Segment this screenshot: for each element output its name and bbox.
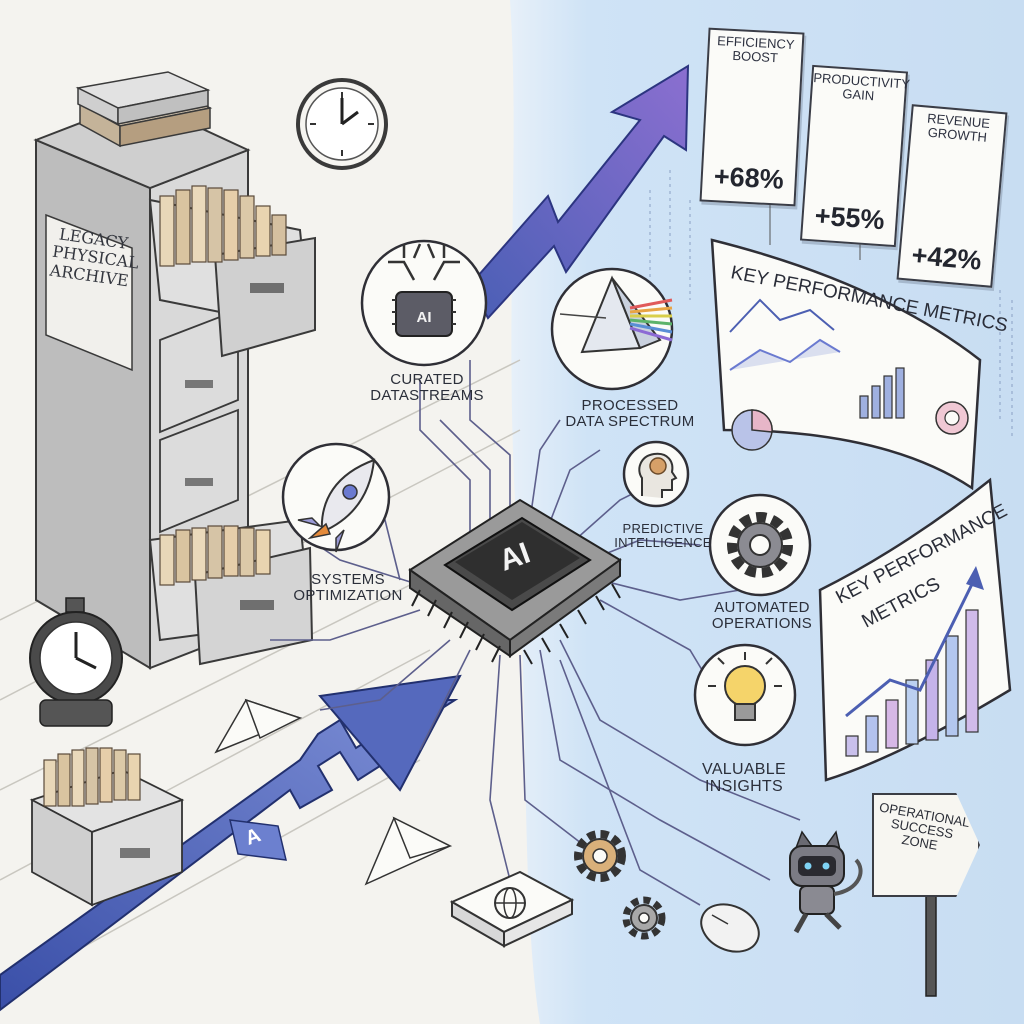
rocket-icon bbox=[297, 458, 376, 553]
label-predictive-intelligence: PREDICTIVE INTELLIGENCE bbox=[604, 522, 722, 549]
node-processed bbox=[550, 267, 674, 391]
mouse-icon bbox=[700, 903, 760, 953]
label-predictive-line2: INTELLIGENCE bbox=[614, 534, 712, 550]
ai-chip-icon bbox=[408, 498, 622, 665]
clock-icon bbox=[296, 78, 388, 170]
label-systems-line1: SYSTEMS bbox=[311, 571, 385, 588]
circuit-traces bbox=[270, 360, 801, 906]
kpi-board bbox=[710, 238, 982, 491]
label-processed-line2: DATA SPECTRUM bbox=[565, 412, 695, 430]
lightbulb-icon bbox=[708, 652, 782, 721]
label-curated-line2: DATASTREAMS bbox=[370, 386, 484, 404]
label-systems-optimization: SYSTEMS OPTIMIZATION bbox=[282, 572, 414, 604]
label-predictive-line1: PREDICTIVE bbox=[622, 521, 704, 536]
node-systems bbox=[281, 442, 391, 553]
robot-cat-icon bbox=[789, 830, 863, 934]
signpost-board bbox=[872, 793, 980, 897]
gear-icon bbox=[727, 512, 793, 578]
metric-value: +42% bbox=[910, 239, 983, 276]
label-valuable-insights: VALUABLE INSIGHTS bbox=[686, 761, 802, 796]
brain-head-icon bbox=[638, 452, 678, 498]
paper-plane-icon bbox=[214, 698, 453, 886]
filing-cabinet-icon bbox=[33, 71, 316, 670]
file-box-icon bbox=[29, 747, 185, 907]
node-curated bbox=[360, 239, 488, 367]
label-automated-line1: AUTOMATED bbox=[714, 599, 810, 616]
label-automated-line2: OPERATIONS bbox=[711, 614, 813, 632]
stopwatch-icon bbox=[29, 597, 123, 727]
node-predictive bbox=[622, 440, 690, 508]
node-insights bbox=[693, 643, 797, 747]
growth-arrow-icon bbox=[468, 64, 690, 320]
prism-icon bbox=[559, 275, 673, 354]
label-automated-operations: AUTOMATED OPERATIONS bbox=[700, 600, 824, 632]
label-processed-line1: PROCESSED bbox=[581, 397, 679, 414]
globe-icon bbox=[449, 870, 575, 948]
node-automated bbox=[708, 493, 812, 597]
kpi-board-2 bbox=[818, 477, 1012, 782]
label-curated-datastreams: CURATED DATASTREAMS bbox=[362, 372, 492, 404]
label-insights-line2: INSIGHTS bbox=[705, 777, 783, 795]
label-systems-line2: OPTIMIZATION bbox=[293, 586, 403, 604]
label-insights-line1: VALUABLE bbox=[702, 761, 786, 778]
metric-value: +55% bbox=[813, 200, 886, 236]
label-processed-data-spectrum: PROCESSED DATA SPECTRUM bbox=[560, 398, 700, 430]
small-chip-label: AI bbox=[417, 309, 432, 326]
archive-label: LEGACY PHYSICAL ARCHIVE bbox=[49, 224, 140, 290]
label-curated-line1: CURATED bbox=[390, 371, 464, 388]
gear-icon-bottom bbox=[574, 830, 666, 940]
metric-value: +68% bbox=[713, 161, 785, 195]
